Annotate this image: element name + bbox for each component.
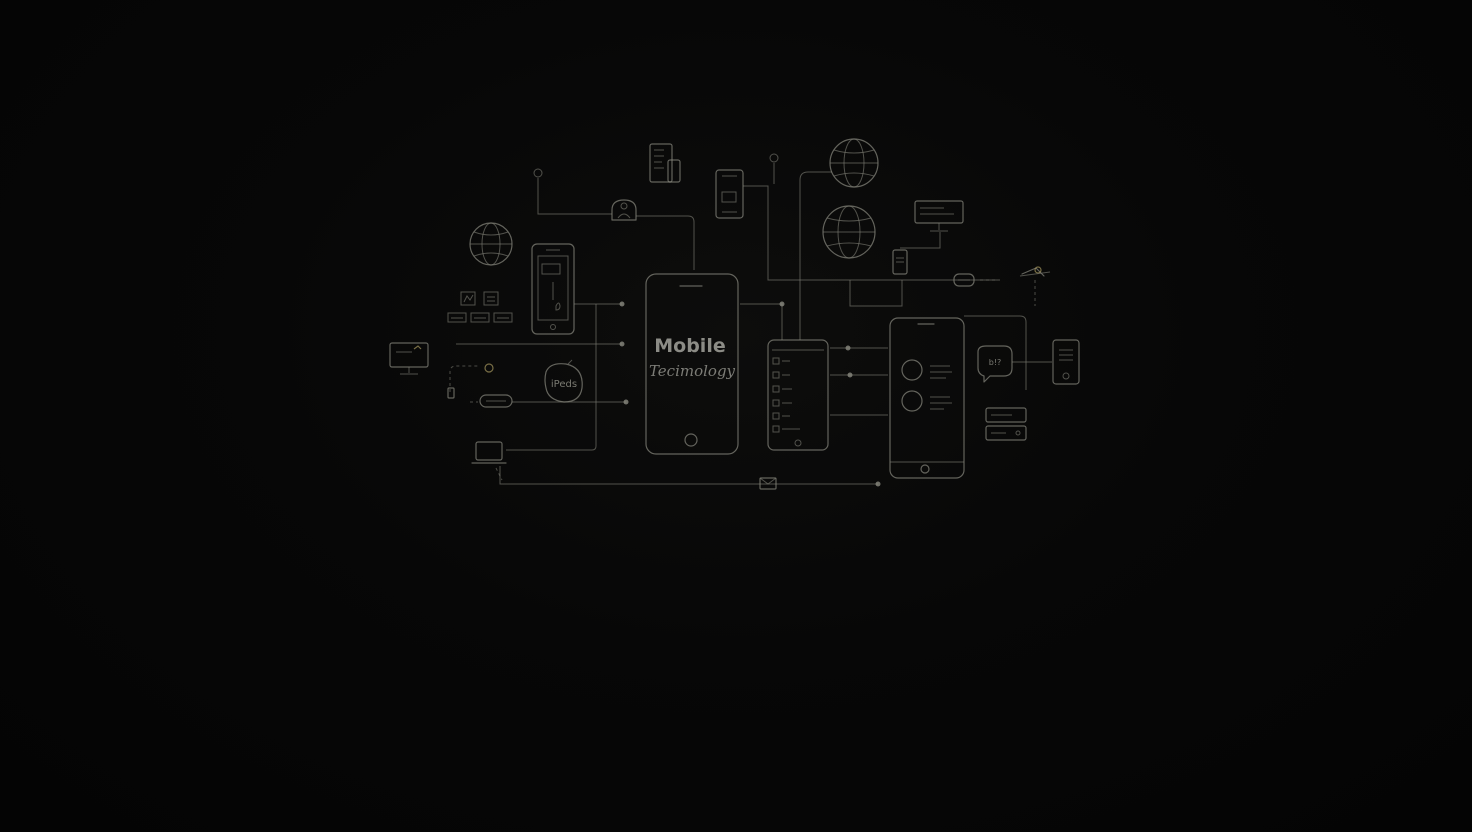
side-phone-icon [1052,339,1080,385]
chat-bubble-icon: b!? [977,345,1013,383]
globe-icon [469,222,513,266]
badge-text: iPeds [551,379,577,390]
list-phone-icon [767,339,829,451]
signal-icon [1019,266,1051,277]
chat-bubble-icon: iPeds [544,359,583,403]
left-phone-icon [531,243,575,335]
link-node-icon [953,273,998,287]
document-tablet-icon [649,143,681,183]
usb-icon [447,387,455,399]
card-icon [479,394,513,408]
user-icon [611,199,637,221]
profile-phone-icon [889,317,965,479]
pin-icon [484,153,779,373]
app-tiles-icon [447,291,513,323]
globe-icon [829,138,879,188]
chat-bubble-text: b!? [989,358,1002,367]
small-phone-icon [715,169,744,219]
globe-icon [822,205,876,259]
envelope-icon [759,477,777,490]
connector-lines [449,163,1052,485]
server-icon [985,407,1027,441]
monitor-icon [914,200,964,232]
central-phone-icon: Mobile Tecimology [645,273,739,455]
connector-dots [619,301,881,487]
subheading-text: Tecimology [649,362,736,380]
monitor-icon [389,342,429,375]
heading-text: Mobile [654,335,725,357]
laptop-icon [471,441,507,464]
mini-device-icon [892,249,908,275]
